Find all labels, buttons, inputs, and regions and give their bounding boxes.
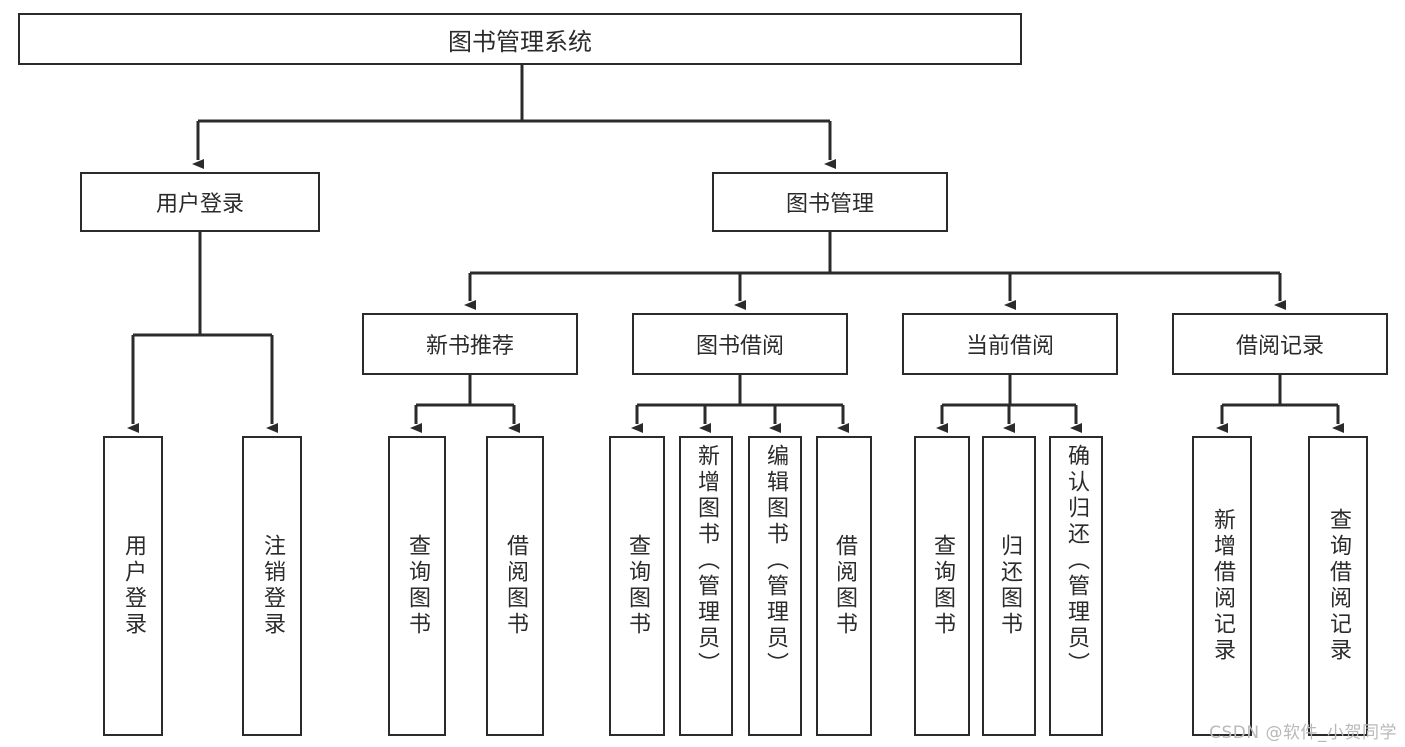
leaf-label: 查询图书: [625, 534, 650, 638]
leaf-label: 新增图书（管理员）: [694, 444, 719, 678]
node-new-book-recommend[interactable]: 新书推荐: [362, 313, 578, 375]
leaf-return-book[interactable]: 归还图书: [982, 436, 1036, 736]
node-label: 用户登录: [155, 192, 244, 217]
leaf-query-book-borrow[interactable]: 查询图书: [609, 436, 665, 736]
leaf-borrow-book[interactable]: 借阅图书: [816, 436, 872, 736]
leaf-query-book-recommend[interactable]: 查询图书: [388, 436, 446, 736]
leaf-add-book-admin[interactable]: 新增图书（管理员）: [679, 436, 733, 736]
leaf-label: 确认归还（管理员）: [1064, 444, 1089, 678]
node-borrow-record[interactable]: 借阅记录: [1172, 313, 1388, 375]
node-user-login[interactable]: 用户登录: [80, 172, 320, 232]
leaf-label: 编辑图书（管理员）: [763, 444, 788, 678]
csdn-watermark: CSDN @软件_小贺同学: [1209, 723, 1397, 743]
node-label: 图书管理: [785, 192, 874, 217]
leaf-label: 归还图书: [997, 534, 1022, 638]
node-label: 当前借阅: [965, 334, 1054, 359]
node-root-book-management-system[interactable]: 图书管理系统: [18, 13, 1022, 65]
leaf-label: 新增借阅记录: [1210, 508, 1235, 664]
leaf-confirm-return-admin[interactable]: 确认归还（管理员）: [1049, 436, 1103, 736]
leaf-label: 借阅图书: [503, 534, 528, 638]
node-current-borrow[interactable]: 当前借阅: [902, 313, 1118, 375]
leaf-label: 查询借阅记录: [1326, 508, 1351, 664]
leaf-label: 借阅图书: [832, 534, 857, 638]
leaf-user-login[interactable]: 用户登录: [103, 436, 163, 736]
node-book-management[interactable]: 图书管理: [712, 172, 948, 232]
leaf-query-borrow-record[interactable]: 查询借阅记录: [1308, 436, 1368, 736]
leaf-query-book-current[interactable]: 查询图书: [914, 436, 970, 736]
leaf-label: 查询图书: [405, 534, 430, 638]
leaf-edit-book-admin[interactable]: 编辑图书（管理员）: [748, 436, 802, 736]
node-label: 图书借阅: [695, 334, 784, 359]
leaf-logout-login[interactable]: 注销登录: [242, 436, 302, 736]
leaf-add-borrow-record[interactable]: 新增借阅记录: [1192, 436, 1252, 736]
node-label: 借阅记录: [1235, 334, 1324, 359]
node-label: 新书推荐: [425, 334, 514, 359]
leaf-label: 用户登录: [121, 534, 146, 638]
leaf-label: 查询图书: [930, 534, 955, 638]
node-label: 图书管理系统: [448, 27, 592, 56]
leaf-label: 注销登录: [260, 534, 285, 638]
node-book-borrow[interactable]: 图书借阅: [632, 313, 848, 375]
leaf-borrow-book-recommend[interactable]: 借阅图书: [486, 436, 544, 736]
